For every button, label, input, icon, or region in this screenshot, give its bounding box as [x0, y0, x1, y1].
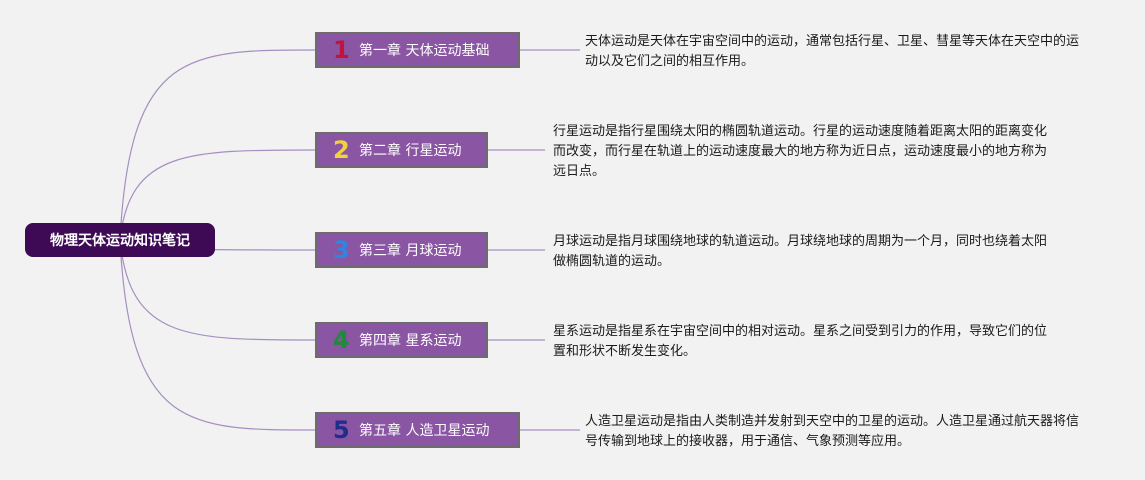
- root-node[interactable]: 物理天体运动知识笔记: [25, 223, 215, 257]
- chapter-title-1: 第一章 天体运动基础: [359, 43, 490, 59]
- chapter-title-4: 第四章 星系运动: [359, 333, 462, 349]
- root-to-chapter-connector-4: [119, 239, 316, 341]
- chapter-node-1[interactable]: 1 第一章 天体运动基础: [315, 32, 520, 68]
- chapter-number-3: 3: [333, 236, 350, 264]
- chapter-node-4[interactable]: 4 第四章 星系运动: [315, 322, 488, 358]
- chapter-node-2[interactable]: 2 第二章 行星运动: [315, 132, 488, 168]
- root-to-chapter-connector-1: [119, 49, 316, 241]
- chapter-title-2: 第二章 行星运动: [359, 143, 462, 159]
- chapter-title-3: 第三章 月球运动: [359, 243, 462, 259]
- chapter-number-5: 5: [333, 416, 350, 444]
- root-to-chapter-connector-2: [119, 149, 316, 241]
- chapter-description-4: 星系运动是指星系在宇宙空间中的相对运动。星系之间受到引力的作用，导致它们的位置和…: [553, 324, 1048, 359]
- chapter-number-4: 4: [333, 326, 350, 354]
- chapter-number-2: 2: [333, 136, 350, 164]
- chapter-description-5: 人造卫星运动是指由人类制造并发射到天空中的卫星的运动。人造卫星通过航天器将信号传…: [585, 414, 1080, 449]
- chapter-description-2: 行星运动是指行星围绕太阳的椭圆轨道运动。行星的运动速度随着距离太阳的距离变化而改…: [553, 124, 1048, 179]
- root-to-chapter-connector-5: [119, 239, 316, 431]
- chapter-node-3[interactable]: 3 第三章 月球运动: [315, 232, 488, 268]
- root-label: 物理天体运动知识笔记: [50, 233, 190, 249]
- chapter-node-5[interactable]: 5 第五章 人造卫星运动: [315, 412, 520, 448]
- chapter-description-3: 月球运动是指月球围绕地球的轨道运动。月球绕地球的周期为一个月，同时也绕着太阳做椭…: [553, 234, 1048, 269]
- chapter-number-1: 1: [333, 36, 350, 64]
- chapter-description-1: 天体运动是天体在宇宙空间中的运动，通常包括行星、卫星、彗星等天体在天空中的运动以…: [585, 34, 1080, 69]
- chapter-title-5: 第五章 人造卫星运动: [359, 423, 490, 439]
